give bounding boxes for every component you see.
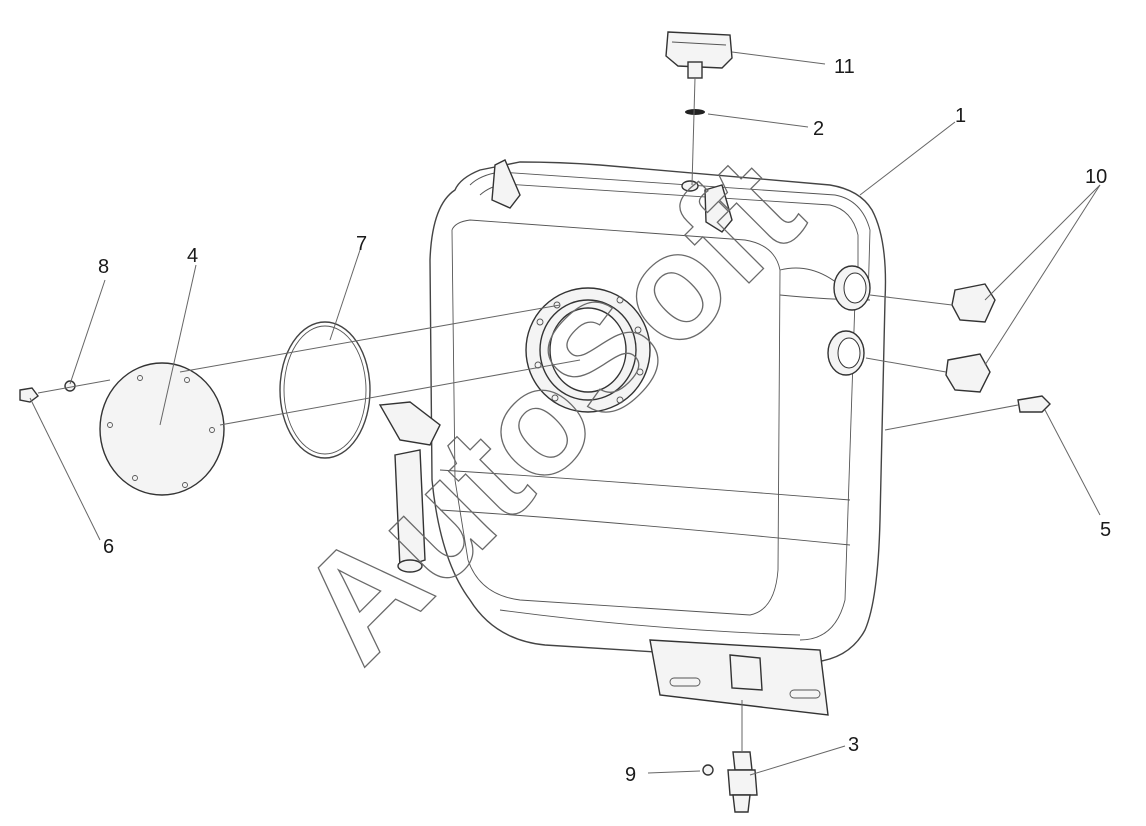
- callout-11: 11: [834, 56, 855, 78]
- port-plugs: [945, 283, 996, 393]
- callout-9: 9: [625, 764, 636, 786]
- callout-2: 2: [813, 118, 824, 140]
- drain-plug: [727, 751, 758, 813]
- watermark: AutoSoft: [266, 126, 832, 692]
- callout-3: 3: [848, 734, 859, 756]
- drain-washer: [702, 764, 714, 776]
- callout-4: 4: [187, 245, 198, 267]
- gasket-ring: [279, 321, 371, 459]
- fuel-tank: [378, 159, 887, 716]
- small-washer: [685, 109, 705, 115]
- callout-7: 7: [356, 233, 367, 255]
- callout-labels: 1 2 3 4 5 6 7 8 9 10 11: [98, 56, 1111, 786]
- callout-5: 5: [1100, 519, 1111, 541]
- callout-1: 1: [955, 105, 966, 127]
- bolt: [19, 387, 39, 403]
- sensor: [1017, 395, 1051, 413]
- callout-8: 8: [98, 256, 109, 278]
- leader-lines: [29, 51, 1101, 776]
- assembly-lines: [37, 77, 1019, 752]
- callout-6: 6: [103, 536, 114, 558]
- cover-plate: [99, 362, 225, 496]
- filler-cap: [665, 31, 733, 79]
- callout-10: 10: [1085, 166, 1107, 188]
